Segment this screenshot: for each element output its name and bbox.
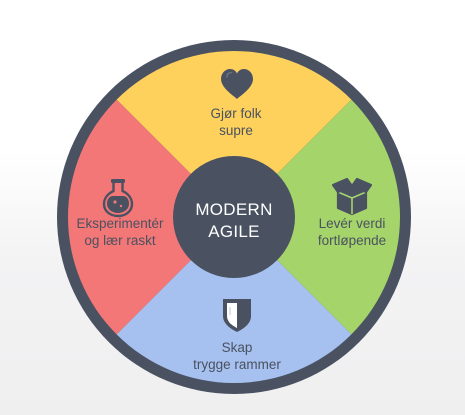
hub-title-line2: AGILE [208, 222, 260, 241]
label-top-line1: Gjør folk [210, 106, 261, 121]
center-hub [173, 156, 295, 278]
quadrant-people-awesome [116, 50, 352, 218]
label-right-line2: fortløpende [318, 233, 386, 248]
shield-icon [223, 299, 251, 332]
label-left-line2: og lær raskt [84, 233, 156, 248]
heart-icon [221, 69, 253, 99]
label-bottom-line2: trygge rammer [193, 357, 281, 372]
flask-icon [102, 179, 134, 218]
label-left-line1: Eksperimentér [76, 216, 164, 231]
label-right-line1: Levér verdi [319, 216, 386, 231]
box-icon [331, 177, 373, 216]
hub-title-line1: MODERN [195, 200, 272, 219]
quadrant-deliver-value [234, 99, 401, 335]
label-top-line2: supre [219, 123, 253, 138]
quadrant-experiment-learn [67, 99, 234, 335]
label-bottom-line1: Skap [222, 340, 253, 355]
